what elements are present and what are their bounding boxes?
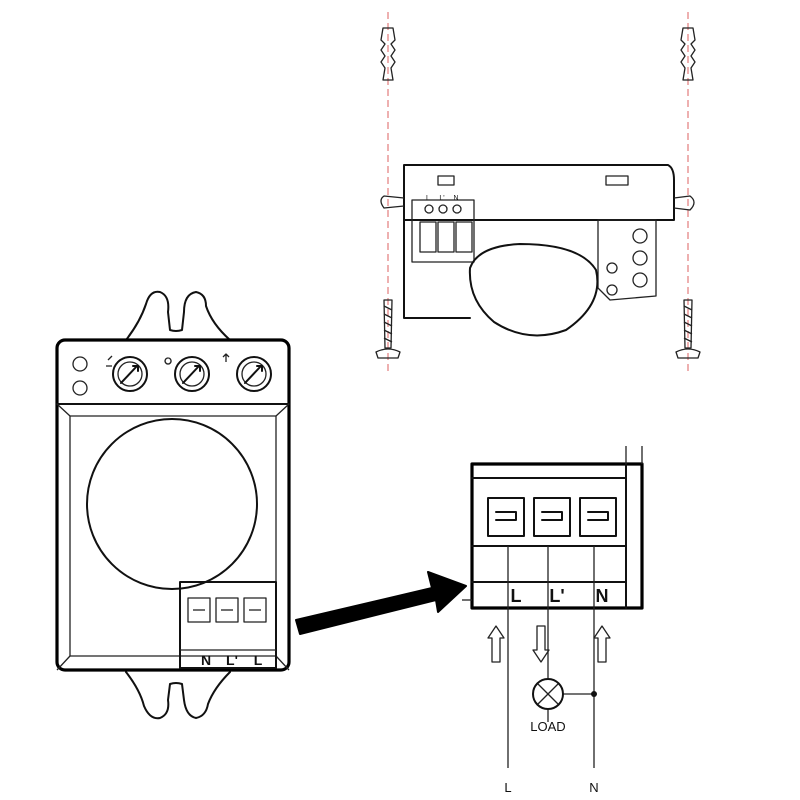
screw-icon (675, 299, 701, 359)
dial-symbol (164, 357, 172, 365)
neutral-supply-label: N (589, 780, 598, 795)
mounting-view: L L' N (375, 12, 701, 372)
wall-plug-icon (680, 27, 696, 81)
wiring-detail: L L' N LOAD L N (462, 446, 644, 795)
indicator-led (72, 380, 88, 396)
top-terminal-block (411, 199, 475, 263)
lamp-icon (532, 678, 564, 710)
front-terminal-block (179, 581, 277, 669)
terminal-socket (487, 497, 525, 537)
top-terminal-label: N (453, 195, 458, 202)
dial-icon (632, 228, 648, 244)
zoom-arrow-icon (295, 571, 467, 635)
terminal-socket (533, 497, 571, 537)
front-terminal-label: L (254, 652, 263, 668)
screw-icon (375, 299, 401, 359)
top-terminal-label: L' (439, 195, 444, 202)
dial-symbol (222, 353, 230, 362)
dial-icon (632, 272, 648, 288)
wiring-terminal-label: L' (549, 586, 564, 606)
load-label: LOAD (530, 719, 565, 734)
arrow-down-icon (532, 625, 550, 663)
arrow-up-icon (487, 625, 505, 663)
junction-dot (591, 691, 597, 697)
dial-icon[interactable] (174, 356, 210, 392)
terminal-socket (579, 497, 617, 537)
sensor-housing-side: L L' N (380, 164, 695, 337)
indicator-led (72, 356, 88, 372)
sensor-housing (55, 338, 291, 672)
wall-plug-icon (380, 27, 396, 81)
front-terminal-label: N (201, 652, 211, 668)
dial-symbol (106, 355, 113, 367)
line-supply-label: L (504, 780, 511, 795)
top-mounting-tab (125, 290, 231, 341)
front-terminal-label: L' (226, 652, 238, 668)
arrow-up-icon (593, 625, 611, 663)
dial-icon (632, 250, 648, 266)
dial-icon[interactable] (236, 356, 272, 392)
pir-lens (86, 418, 258, 590)
pir-dome (468, 243, 599, 337)
wiring-terminal-label: N (596, 586, 609, 606)
bottom-mounting-tab (125, 671, 231, 720)
sensor-front-view: N L' L (55, 290, 291, 720)
dial-icon[interactable] (112, 356, 148, 392)
top-terminal-label: L (426, 195, 430, 202)
wiring-terminal-label: L (511, 586, 522, 606)
